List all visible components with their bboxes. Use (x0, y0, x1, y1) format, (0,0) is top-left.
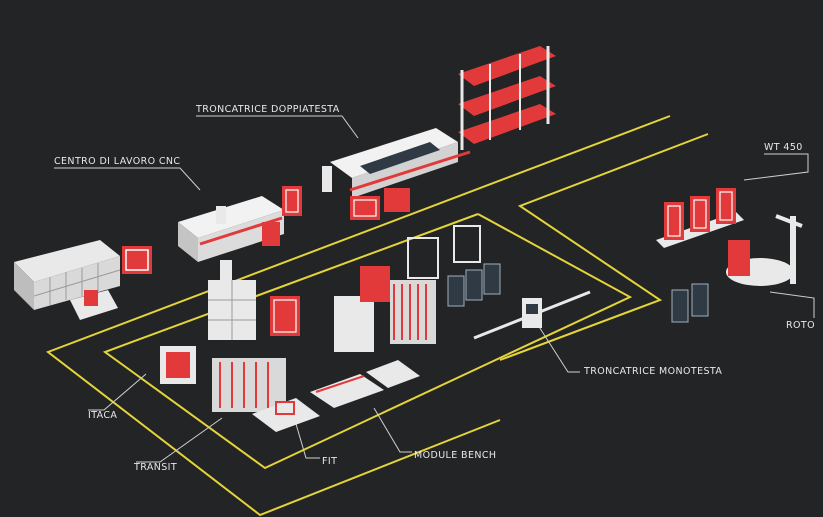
profile-racks (458, 46, 556, 150)
label-fit: FIT (322, 456, 338, 467)
storage-carts (447, 263, 709, 323)
wt-450-unit (656, 188, 744, 248)
cnc-machining-center (178, 186, 302, 280)
central-cells (160, 225, 481, 432)
single-head-saw (473, 290, 591, 340)
double-head-saw (322, 128, 471, 220)
label-troncatrice-doppiatesta: TRONCATRICE DOPPIATESTA (196, 104, 340, 115)
leader-lines (54, 115, 815, 463)
label-module-bench: MODULE BENCH (414, 450, 497, 461)
outer-floor-line (45, 115, 671, 517)
left-storage-shelving (14, 240, 152, 320)
label-transit: TRANSIT (134, 462, 178, 473)
label-wt-450: WT 450 (764, 142, 803, 153)
label-centro-di-lavoro-cnc: CENTRO DI LAVORO CNC (54, 156, 181, 167)
label-itaca: ITACA (88, 410, 118, 421)
label-roto: ROTO (786, 320, 815, 331)
label-troncatrice-monotesta: TRONCATRICE MONOTESTA (584, 366, 723, 377)
floor-line-right-branch (499, 133, 709, 361)
roto-wrapper (726, 214, 803, 286)
